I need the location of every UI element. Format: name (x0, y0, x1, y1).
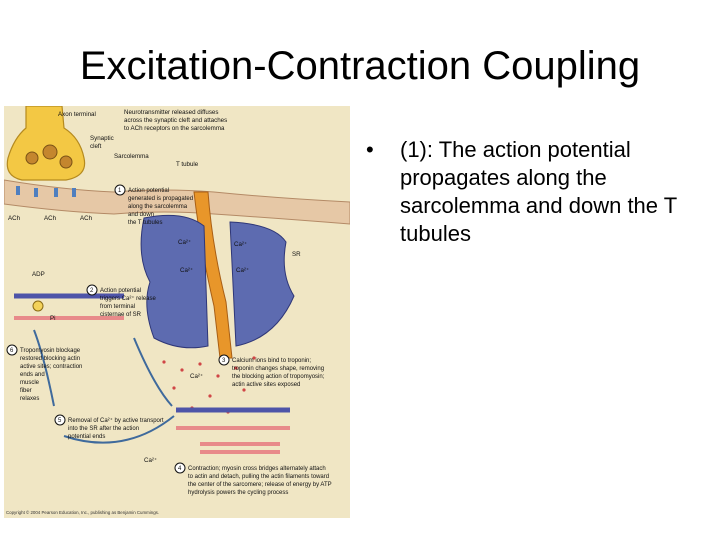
step-5-number: 5 (58, 418, 62, 424)
ach-receptors (16, 186, 76, 197)
label-neurotransmitter-1: Neurotransmitter released diffuses (124, 109, 218, 116)
step-3-line: troponin changes shape, removing (232, 366, 324, 372)
step-2-line: cisternae of SR (100, 312, 142, 318)
step-2-line: triggers Ca²⁺ release (100, 295, 157, 302)
step-3-line: Calcium ions bind to troponin; (232, 358, 311, 364)
step-1: 1 Action potential generated is propagat… (114, 184, 193, 226)
step-1-line: generated is propagated (128, 196, 193, 202)
cycle-arrows (33, 329, 175, 444)
step-2-line: Action potential (100, 288, 141, 294)
bullet-marker: • (366, 137, 374, 162)
label-adp: ADP (32, 271, 45, 278)
step-4-number: 4 (178, 466, 182, 472)
label-neurotransmitter-3: to ACh receptors on the sarcolemma (124, 125, 225, 132)
label-ca: Ca²⁺ (144, 457, 157, 464)
vesicle (42, 144, 58, 160)
step-5-line: Removal of Ca²⁺ by active transport (68, 417, 164, 424)
step-2-number: 2 (90, 288, 94, 294)
step-5-line: potential ends (68, 434, 105, 440)
step-4-line: the center of the sarcomere; release of … (188, 482, 332, 488)
step-4-line: to actin and detach, pulling the actin f… (188, 474, 329, 480)
slide-title: Excitation-Contraction Coupling (79, 44, 641, 88)
step-4-line: Contraction; myosin cross bridges altern… (188, 466, 326, 472)
bullet-item: • (1): The action potential propagates a… (366, 136, 706, 248)
vesicle (25, 151, 39, 165)
label-sarcolemma: Sarcolemma (114, 153, 149, 160)
ec-coupling-diagram: Axon terminal Neurotransmitter released … (4, 106, 350, 518)
step-6-line: active sites; contraction (20, 364, 82, 370)
step-5: 5 Removal of Ca²⁺ by active transport in… (54, 414, 164, 440)
label-ca: Ca²⁺ (190, 373, 203, 380)
label-ach: ACh (44, 215, 57, 222)
label-sr: SR (292, 251, 301, 258)
step-3-number: 3 (222, 358, 226, 364)
step-1-line: along the sarcolemma (128, 204, 188, 210)
step-6-line: restored blocking actin (20, 356, 80, 362)
step-1-line: the T tubules (128, 220, 162, 226)
label-ca: Ca²⁺ (236, 267, 249, 274)
label-synaptic-cleft-1: Synaptic (90, 135, 114, 142)
label-neurotransmitter-2: across the synaptic cleft and attaches (124, 117, 227, 124)
step-4-line: hydrolysis powers the cycling process (188, 490, 288, 496)
sr-cisterna-right (229, 221, 295, 347)
step-5-line: into the SR after the action (68, 426, 139, 432)
step-3-line: actin active sites exposed (232, 382, 300, 388)
copyright: Copyright © 2004 Pearson Education, Inc.… (6, 510, 159, 515)
step-6-line: fiber (20, 388, 32, 394)
label-ca: Ca²⁺ (180, 267, 193, 274)
step-4: 4 Contraction; myosin cross bridges alte… (174, 462, 332, 496)
step-6-line: muscle (20, 380, 40, 386)
myofilaments-bottom (176, 407, 290, 454)
step-3-line: the blocking action of tropomyosin; (232, 374, 325, 380)
step-6: 6 Tropomyosin blockage restored blocking… (6, 344, 82, 402)
step-2-line: from terminal (100, 304, 135, 310)
myofilaments-left (14, 293, 124, 320)
bullet-list: • (1): The action potential propagates a… (366, 136, 706, 248)
sarcolemma-band (4, 179, 350, 225)
label-t-tubule: T tubule (176, 161, 199, 168)
bullet-text: (1): The action potential propagates alo… (400, 137, 677, 246)
step-6-line: relaxes (20, 396, 39, 402)
step-2: 2 Action potential triggers Ca²⁺ release… (86, 284, 157, 318)
label-ca: Ca²⁺ (234, 241, 247, 248)
step-6-number: 6 (10, 348, 14, 354)
label-axon-terminal: Axon terminal (58, 111, 96, 118)
sr-cisterna-left (140, 214, 209, 349)
step-1-line: and down (128, 212, 154, 218)
step-6-line: Tropomyosin blockage (20, 348, 81, 354)
label-ca: Ca²⁺ (178, 239, 191, 246)
step-6-line: ends and (20, 372, 45, 378)
step-3: 3 Calcium ions bind to troponin; troponi… (218, 354, 325, 388)
vesicle (59, 155, 73, 169)
step-1-number: 1 (118, 188, 122, 194)
step-1-line: Action potential (128, 188, 169, 194)
label-ach: ACh (8, 215, 21, 222)
label-pi: Pi (50, 315, 56, 322)
label-ach: ACh (80, 215, 93, 222)
label-synaptic-cleft-2: cleft (90, 143, 102, 150)
